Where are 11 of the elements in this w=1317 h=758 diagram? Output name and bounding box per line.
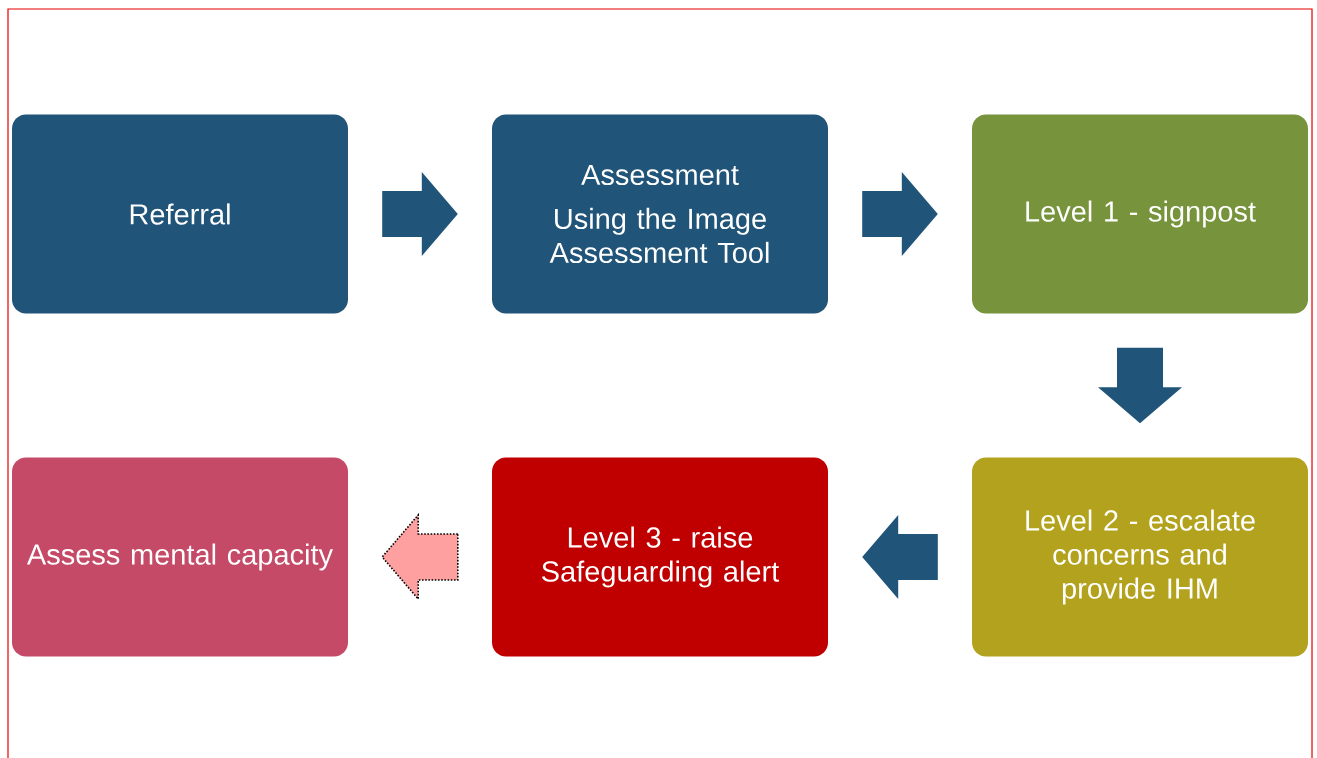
process-box: Level 3 - raise Safeguarding alert	[492, 457, 828, 657]
process-box: Assess mental capacity	[12, 457, 348, 657]
process-box: Referral	[12, 114, 348, 314]
block-arrow	[381, 512, 459, 602]
process-box: Assessment Using the Image Assessment Tool	[492, 114, 828, 314]
block-arrow	[862, 515, 938, 599]
block-arrow	[862, 172, 938, 256]
process-box: Level 1 - signpost	[972, 114, 1308, 314]
block-arrow	[1098, 347, 1182, 424]
process-box: Level 2 - escalate concerns and provide IHM	[972, 457, 1308, 657]
block-arrow	[382, 172, 458, 256]
